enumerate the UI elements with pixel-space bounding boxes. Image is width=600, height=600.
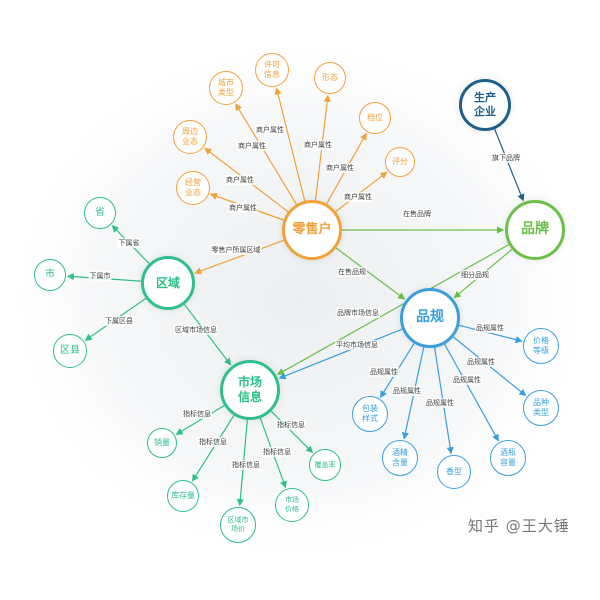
edge-label: 商户属性 (225, 175, 255, 185)
edge-label: 在售品牌 (402, 209, 432, 219)
edge-label: 指标信息 (198, 437, 228, 447)
node-producer: 生产企业 (459, 79, 511, 131)
edge-label: 指标信息 (182, 409, 212, 419)
edge-label: 平均市场信息 (335, 340, 379, 350)
edge-label: 区域市场信息 (174, 325, 218, 335)
edge-market-inventory (191, 415, 235, 482)
node-price-level: 价格等级 (523, 328, 559, 364)
node-license: 许可信息 (255, 53, 289, 87)
node-variety: 品种类型 (523, 390, 559, 426)
node-package: 包装样式 (352, 396, 388, 432)
edge-label: 指标信息 (262, 447, 292, 457)
edge-retailer-region (194, 239, 285, 275)
node-market: 市场信息 (220, 360, 280, 420)
edge-label: 下属省 (117, 238, 141, 248)
edge-spec-market (278, 328, 403, 380)
node-spec: 品规 (400, 288, 460, 348)
edge-label: 指标信息 (276, 420, 306, 430)
node-aroma: 香型 (437, 455, 471, 489)
edge-label: 商户属性 (343, 192, 373, 202)
edge-retailer-spec (335, 247, 406, 300)
edge-label: 品规属性 (369, 367, 399, 377)
node-inventory: 库存量 (167, 480, 199, 512)
node-bottle: 酒瓶容量 (490, 440, 526, 476)
node-sales: 销量 (147, 428, 177, 458)
edge-market-market_share (270, 410, 314, 454)
node-regional-price: 区域市场价 (220, 507, 256, 543)
edge-label: 下属区县 (104, 316, 134, 326)
node-business-cycle: 周边业态 (173, 120, 207, 154)
node-district: 区县 (53, 334, 87, 368)
node-alcohol: 酒精含量 (382, 440, 418, 476)
edge-label: 在售品规 (337, 267, 367, 277)
edge-label: 品牌市场信息 (336, 308, 380, 318)
node-grade: 档位 (359, 102, 391, 134)
edge-label: 商户属性 (325, 163, 355, 173)
node-region: 区域 (141, 256, 195, 310)
node-price-change: 市场价格 (275, 488, 309, 522)
edge-label: 旗下品牌 (491, 153, 521, 163)
edge-label: 品规属性 (425, 398, 455, 408)
node-mode: 形态 (314, 62, 346, 94)
edge-label: 商户属性 (255, 125, 285, 135)
node-rating: 评分 (385, 147, 415, 177)
edge-label: 下属市 (88, 271, 112, 281)
edge-retailer-license (274, 87, 306, 202)
node-city: 市 (34, 259, 66, 291)
edge-retailer-city_type (235, 103, 297, 205)
node-retailer: 零售户 (282, 200, 342, 260)
edge-label: 品规属性 (392, 386, 422, 396)
watermark: 知乎 @王大锤 (468, 517, 570, 535)
edge-market-sales (175, 404, 225, 435)
edge-label: 商户属性 (303, 140, 333, 150)
node-province: 省 (84, 197, 116, 229)
node-brand: 品牌 (505, 200, 565, 260)
edge-label: 商户属性 (228, 203, 258, 213)
edge-label: 品规属性 (475, 323, 505, 333)
edge-label: 细分品规 (460, 270, 490, 280)
node-market-share: 覆盖率 (309, 449, 341, 481)
edge-label: 指标信息 (231, 460, 261, 470)
edge-label: 品规属性 (452, 375, 482, 385)
node-operation: 经营业态 (176, 171, 210, 205)
edge-label: 品规属性 (466, 357, 496, 367)
edge-spec-bottle (444, 343, 499, 442)
edge-label: 商户属性 (237, 141, 267, 151)
edge-label: 零售户所属区域 (210, 245, 262, 255)
node-city-type: 城市类型 (209, 71, 243, 105)
edge-producer-brand (494, 128, 525, 202)
edge-brand-market (276, 244, 510, 375)
edge-spec-price_level (458, 324, 523, 344)
